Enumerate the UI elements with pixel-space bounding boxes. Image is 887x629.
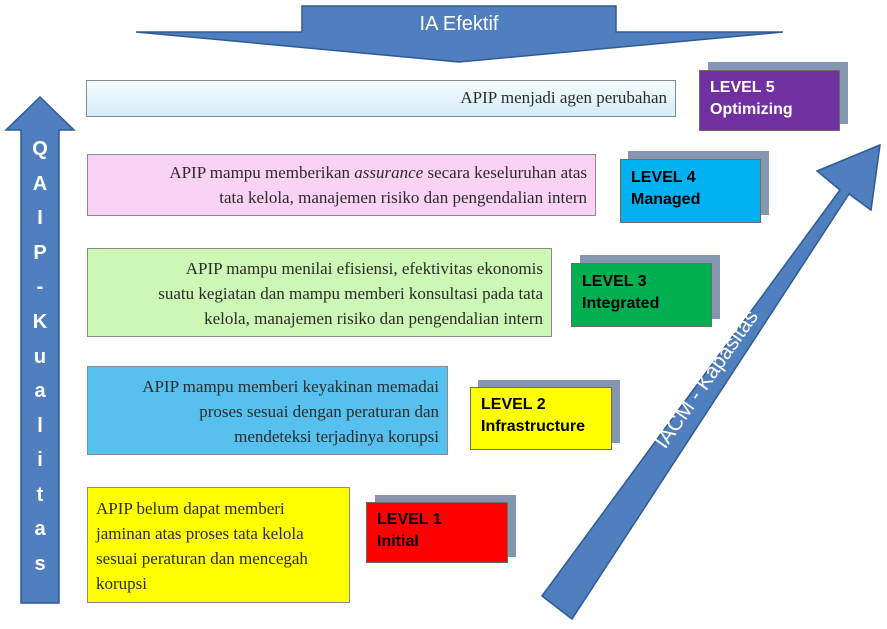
left-arrow-letter: a — [34, 380, 46, 403]
diagonal-arrow-label: IACM - Kapasitas — [650, 306, 763, 453]
diagonal-arrow-shape — [540, 143, 881, 621]
description-line: kelola, manajemen risiko dan pengendalia… — [204, 309, 543, 328]
level-4-name: Managed — [631, 191, 701, 208]
level-2-box: LEVEL 2 Infrastructure — [470, 387, 612, 450]
left-arrow-letter: t — [36, 483, 44, 506]
level-2-name: Infrastructure — [481, 418, 586, 435]
level-5-box: LEVEL 5 Optimizing — [699, 70, 840, 131]
description-line: APIP mampu memberikan assurance secara k… — [169, 163, 587, 182]
description-line: jaminan atas proses tata kelola — [96, 524, 304, 543]
description-line: APIP mampu menilai efisiensi, efektivita… — [185, 259, 543, 278]
description-level-3: APIP mampu menilai efisiensi, efektivita… — [87, 248, 552, 337]
level-3-title: LEVEL 3 — [582, 273, 647, 290]
left-arrow-letter: u — [33, 345, 47, 368]
left-arrow-letter: s — [34, 553, 46, 575]
level-2-title: LEVEL 2 — [481, 396, 546, 413]
description-text: APIP menjadi agen perubahan — [460, 88, 667, 107]
level-3-name: Integrated — [582, 295, 660, 312]
description-level-2: APIP mampu memberi keyakinan memadai pro… — [87, 366, 448, 455]
description-line: mendeteksi terjadinya korupsi — [234, 427, 439, 446]
description-level-5: APIP menjadi agen perubahan — [86, 80, 676, 117]
description-line: APIP mampu memberi keyakinan memadai — [142, 377, 439, 396]
description-level-1: APIP belum dapat memberi jaminan atas pr… — [87, 487, 350, 603]
left-arrow-letter: K — [32, 310, 48, 333]
level-3-box: LEVEL 3 Integrated — [571, 263, 712, 327]
left-arrow-letter: a — [34, 518, 46, 541]
left-arrow-letter: A — [32, 172, 48, 195]
description-line: APIP belum dapat memberi — [96, 499, 285, 518]
left-arrow-letter: I — [37, 207, 43, 230]
description-line: korupsi — [96, 574, 147, 593]
left-arrow-letter: i — [37, 449, 43, 472]
level-4-box: LEVEL 4 Managed — [620, 159, 761, 223]
level-5-name: Optimizing — [710, 101, 793, 118]
left-arrow-letter: l — [37, 414, 43, 437]
description-line: sesuai peraturan dan mencegah — [96, 549, 308, 568]
description-line: tata kelola, manajemen risiko dan pengen… — [219, 188, 587, 207]
level-1-title: LEVEL 1 — [377, 511, 442, 528]
top-arrow-label: IA Efektif — [419, 13, 499, 35]
level-1-box: LEVEL 1 Initial — [366, 502, 508, 563]
level-4-title: LEVEL 4 — [631, 169, 696, 186]
description-line: proses sesuai dengan peraturan dan — [199, 402, 439, 421]
left-arrow-letter: - — [36, 276, 44, 299]
description-line: suatu kegiatan dan mampu memberi konsult… — [158, 284, 543, 303]
level-5-title: LEVEL 5 — [710, 79, 775, 96]
left-arrow-letter: Q — [32, 138, 48, 160]
top-arrow-shape — [135, 5, 784, 63]
left-arrow-letter: P — [33, 241, 47, 264]
left-arrow-shape — [4, 95, 76, 604]
description-level-4: APIP mampu memberikan assurance secara k… — [87, 154, 596, 216]
level-1-name: Initial — [377, 533, 419, 550]
